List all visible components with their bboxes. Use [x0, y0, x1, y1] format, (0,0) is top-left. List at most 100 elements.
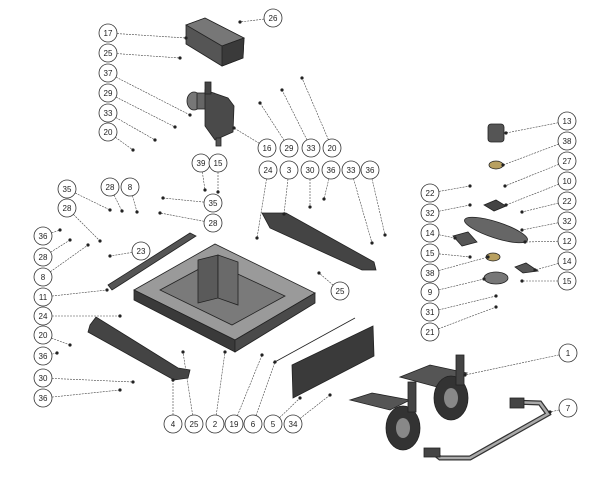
fastener-dot	[504, 203, 508, 207]
leader-line	[233, 354, 263, 425]
callout-number: 20	[104, 128, 113, 137]
fastener-dot	[486, 255, 490, 259]
part-callout-12: 12	[557, 231, 577, 251]
part-callout-33: 33	[98, 103, 118, 123]
fastener-dot	[232, 126, 236, 130]
fastener-dot	[203, 188, 207, 192]
callout-number: 21	[426, 328, 435, 337]
part-callout-16: 16	[257, 138, 277, 158]
callout-circle	[257, 138, 277, 158]
callout-number: 33	[307, 144, 316, 153]
callout-number: 25	[336, 287, 345, 296]
callout-circle	[420, 302, 440, 322]
callout-circle	[33, 388, 53, 408]
callout-circle	[330, 281, 350, 301]
fastener-dot	[118, 388, 122, 392]
callout-number: 22	[426, 189, 435, 198]
fastener-dot	[328, 393, 332, 397]
fastener-dot	[184, 36, 188, 40]
part-callout-38: 38	[557, 131, 577, 151]
fastener-dot	[118, 314, 122, 318]
fastener-dot	[504, 131, 508, 135]
callout-circle	[263, 8, 283, 28]
callout-number: 6	[251, 420, 256, 429]
callout-number: 29	[104, 89, 113, 98]
callout-circle	[208, 153, 228, 173]
part-callout-35: 35	[57, 179, 77, 199]
callout-number: 13	[563, 117, 572, 126]
callout-number: 17	[104, 29, 113, 38]
fastener-dot	[120, 209, 124, 213]
callout-circle	[360, 160, 380, 180]
fastener-dot	[533, 268, 537, 272]
leader-line	[239, 17, 274, 23]
part-callout-29: 29	[279, 138, 299, 158]
callout-number: 20	[328, 144, 337, 153]
fastener-dot	[171, 378, 175, 382]
fastener-dot	[453, 236, 457, 240]
callout-number: 7	[566, 404, 571, 413]
fastener-dot	[482, 277, 486, 281]
part-callout-28: 28	[203, 213, 223, 233]
leader-line	[502, 140, 568, 166]
callout-circle	[557, 231, 577, 251]
part-callout-36: 36	[360, 160, 380, 180]
part-callout-7: 7	[558, 398, 578, 418]
callout-circle	[98, 103, 118, 123]
fastener-dot	[105, 288, 109, 292]
callout-circle	[420, 223, 440, 243]
fastener-dot	[260, 353, 264, 357]
part-callout-36: 36	[33, 226, 53, 246]
part-callout-24: 24	[33, 306, 53, 326]
fastener-dot	[135, 210, 139, 214]
fastener-dot	[370, 241, 374, 245]
callout-number: 23	[137, 247, 146, 256]
callout-number: 11	[39, 293, 48, 302]
part-callout-27: 27	[557, 151, 577, 171]
callout-number: 28	[39, 253, 48, 262]
callout-circle	[100, 177, 120, 197]
leader-line	[109, 250, 142, 257]
fastener-dot	[282, 212, 286, 216]
callout-number: 25	[104, 49, 113, 58]
part-callout-31: 31	[420, 302, 440, 322]
part-callout-19: 19	[224, 414, 244, 434]
callout-circle	[301, 138, 321, 158]
leader-line	[534, 260, 568, 271]
part-callout-8: 8	[33, 267, 53, 287]
part-callout-15: 15	[208, 153, 228, 173]
callout-circle	[420, 263, 440, 283]
leader-line	[42, 289, 108, 298]
callout-circle	[420, 243, 440, 263]
callout-number: 24	[264, 166, 273, 175]
callout-circle	[557, 131, 577, 151]
callout-circle	[98, 122, 118, 142]
part-callout-29: 29	[98, 83, 118, 103]
fastener-dot	[255, 236, 259, 240]
part-callout-14: 14	[557, 251, 577, 271]
callout-number: 37	[104, 69, 113, 78]
callout-circle	[557, 251, 577, 271]
leader-line	[42, 239, 71, 258]
fastener-dot	[523, 240, 527, 244]
callout-number: 31	[426, 308, 435, 317]
callout-circle	[33, 267, 53, 287]
callout-circle	[557, 171, 577, 191]
part-callout-28: 28	[57, 198, 77, 218]
part-callout-9: 9	[420, 282, 440, 302]
motor-part	[186, 81, 235, 147]
leader-line	[107, 32, 187, 39]
fastener-dot	[548, 410, 552, 414]
callout-number: 24	[39, 312, 48, 321]
callout-circle	[203, 213, 223, 233]
part-callout-36: 36	[33, 346, 53, 366]
callout-number: 30	[39, 374, 48, 383]
leader-line	[504, 160, 568, 187]
part-callout-32: 32	[557, 211, 577, 231]
fastener-dot	[178, 56, 182, 60]
fastener-dot	[173, 125, 177, 129]
callout-circle	[420, 183, 440, 203]
callout-circle	[558, 343, 578, 363]
part-callout-33: 33	[341, 160, 361, 180]
